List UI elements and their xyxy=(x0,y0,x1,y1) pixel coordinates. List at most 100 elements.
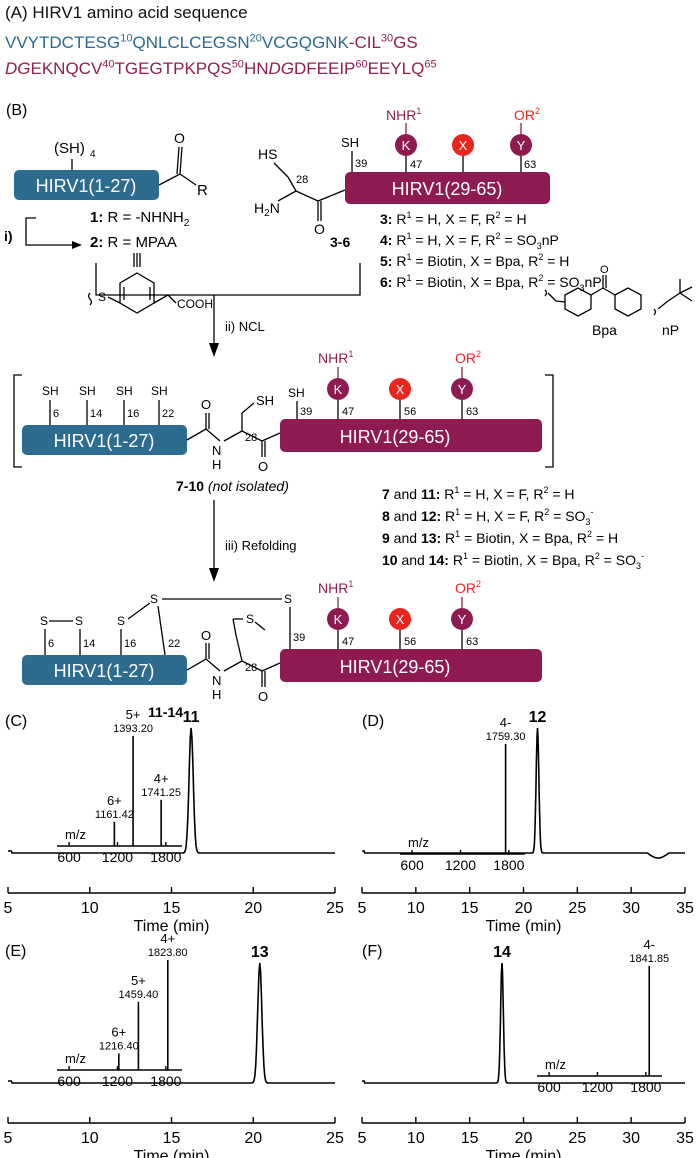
inset-tick-label: 600 xyxy=(400,857,424,873)
x-tick-label: 25 xyxy=(568,1130,586,1147)
sequence-segment: 20 xyxy=(249,32,262,45)
svg-text:S: S xyxy=(246,612,254,626)
svg-text:OR2: OR2 xyxy=(455,349,481,366)
bpa-label: Bpa xyxy=(592,322,617,338)
svg-text:63: 63 xyxy=(466,636,478,648)
np-label: nP xyxy=(662,322,679,338)
svg-text:39: 39 xyxy=(293,632,305,644)
chromatogram-trace xyxy=(362,962,685,1084)
svg-text:HIRV1(1-27): HIRV1(1-27) xyxy=(54,661,155,681)
x-tick-label: 25 xyxy=(326,1130,344,1147)
svg-text:S: S xyxy=(117,614,125,628)
compounds-7-10-label: 7-10 (not isolated) xyxy=(176,478,289,494)
compounds-3-6-label: 3-6 xyxy=(330,234,350,250)
compound-def-line: 7 and 11: R1 = H, X = F, R2 = H xyxy=(382,485,575,502)
fragment-1-27-label: HIRV1(1-27) xyxy=(36,176,137,196)
x-tick-label: 20 xyxy=(244,1130,262,1147)
svg-text:O: O xyxy=(201,397,211,412)
h2n-label: H2N xyxy=(254,200,280,219)
compound-def-line: 5: R1 = Biotin, X = Bpa, R2 = H xyxy=(380,252,569,269)
tyr-y-top xyxy=(510,134,532,156)
sequence-segment: 10 xyxy=(120,32,133,45)
ms-peak-mz: 1216.40 xyxy=(99,1041,139,1053)
sequence-segment: -CIL xyxy=(348,33,381,52)
panel-label: (F) xyxy=(362,943,382,960)
sequence-segment: DG xyxy=(268,59,295,78)
compound-2-def: 2: R = MPAA xyxy=(90,234,177,251)
svg-text:63: 63 xyxy=(524,159,536,171)
bpa-structure: O Bpa xyxy=(544,264,642,338)
sh4-label: (SH) xyxy=(54,140,85,157)
compound-def-line: 8 and 12: R1 = H, X = F, R2 = SO3- xyxy=(382,507,593,527)
svg-text:SH: SH xyxy=(151,384,168,398)
x-tick-label: 15 xyxy=(461,900,479,917)
sequence-line-1: VVYTDCTESG10QNLCLCEGSN20VCGQGNK-CIL30GS xyxy=(5,32,418,54)
svg-text:OR2: OR2 xyxy=(455,579,481,596)
svg-text:SH: SH xyxy=(42,384,59,398)
x-axis-label: Time (min) xyxy=(134,1148,210,1158)
svg-text:Y: Y xyxy=(517,138,526,153)
carbonyl-o-2: O xyxy=(314,221,325,237)
compound-def-line: 3: R1 = H, X = F, R2 = H xyxy=(380,210,527,227)
fragment-1-27-box-mid xyxy=(22,425,187,455)
x-tick-label: 35 xyxy=(676,900,694,917)
ms-peak-charge: 5+ xyxy=(131,973,146,988)
x-tick-label: 10 xyxy=(407,900,425,917)
compound-def-line: 9 and 13: R1 = Biotin, X = Bpa, R2 = H xyxy=(382,529,618,546)
panel-label: (D) xyxy=(362,713,384,730)
svg-text:47: 47 xyxy=(410,159,422,171)
svg-text:22: 22 xyxy=(168,638,180,650)
ms-peak-mz: 1841.85 xyxy=(629,953,669,965)
svg-text:47: 47 xyxy=(342,636,354,648)
panel-a-heading: (A) HIRV1 amino acid sequence xyxy=(5,3,248,22)
svg-text:NHR1: NHR1 xyxy=(318,579,353,596)
svg-text:28: 28 xyxy=(245,662,257,674)
x-axis-label: Time (min) xyxy=(486,1148,562,1158)
svg-text:HIRV1(1-27): HIRV1(1-27) xyxy=(54,431,155,451)
svg-text:S: S xyxy=(40,614,48,628)
fragment-29-65-box-mid xyxy=(280,419,542,452)
ms-peak-mz: 1759.30 xyxy=(486,731,526,743)
ms-peak-charge: 6+ xyxy=(107,793,122,808)
svg-text:K: K xyxy=(334,382,343,397)
scheme-panel-b: (B) (SH) 4 HIRV1(1-27) O R i) 1: R = -NH… xyxy=(4,102,693,720)
svg-text:47: 47 xyxy=(342,406,354,418)
lys-k-top xyxy=(395,134,417,156)
compounds-11-14-label: 11-14 xyxy=(148,704,183,720)
svg-text:O: O xyxy=(258,689,268,704)
inset-tick-label: 1800 xyxy=(493,857,524,873)
sequence-line-2: DGEKNQCV40TGEGTPKPQS50HNDGDFEEIP60EEYLQ6… xyxy=(5,58,437,80)
sequence-segment: DG xyxy=(5,59,31,78)
svg-text:SH: SH xyxy=(116,384,133,398)
sh4-subscript: 4 xyxy=(90,149,96,160)
definitions-3-6: 3: R1 = H, X = F, R2 = H4: R1 = H, X = F… xyxy=(380,210,602,293)
svg-text:SH: SH xyxy=(256,393,274,408)
svg-text:6: 6 xyxy=(53,408,59,420)
svg-text:16: 16 xyxy=(127,408,139,420)
svg-text:56: 56 xyxy=(404,636,416,648)
compound-def-line: 10 and 14: R1 = Biotin, X = Bpa, R2 = SO… xyxy=(382,551,644,571)
ms-peak-mz: 1161.42 xyxy=(95,809,134,821)
svg-text:N: N xyxy=(212,673,221,688)
inset-tick-label: 1200 xyxy=(102,849,133,865)
x-tick-label: 20 xyxy=(515,900,533,917)
fragment-29-65-label: HIRV1(29-65) xyxy=(392,179,503,199)
sequence-segment: GS xyxy=(393,33,418,52)
mpaa-structure: S COOH xyxy=(87,253,213,314)
svg-text:14: 14 xyxy=(83,638,95,650)
svg-text:56: 56 xyxy=(404,406,416,418)
svg-text:16: 16 xyxy=(124,638,136,650)
x-axis-label: Time (min) xyxy=(134,918,210,935)
x-tick-label: 10 xyxy=(407,1130,425,1147)
svg-text:39: 39 xyxy=(300,406,312,418)
x-tick-label: 35 xyxy=(676,1130,694,1147)
svg-text:22: 22 xyxy=(162,408,174,420)
sequence-segment: 40 xyxy=(102,58,115,71)
inset-tick-label: 1200 xyxy=(102,1073,133,1089)
x-tick-label: 5 xyxy=(358,900,367,917)
inset-tick-label: 1800 xyxy=(150,849,181,865)
